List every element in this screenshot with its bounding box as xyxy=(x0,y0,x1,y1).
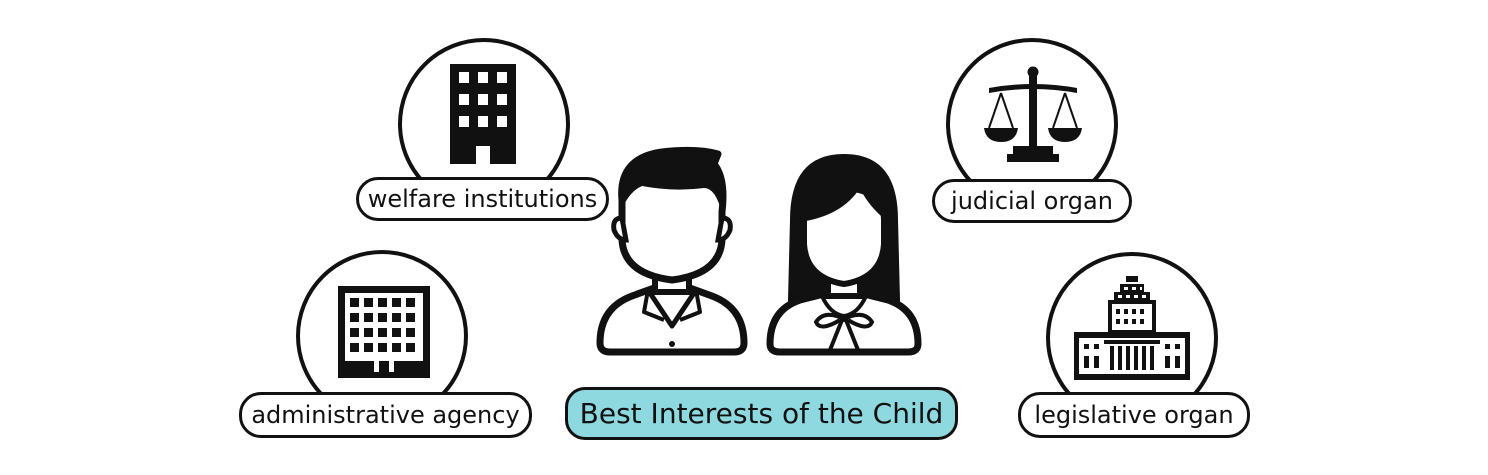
girl-silhouette-icon xyxy=(766,154,922,356)
administrative-agency-label: administrative agency xyxy=(239,392,532,438)
office-building-icon xyxy=(338,286,430,378)
boy-silhouette-icon xyxy=(596,146,748,356)
capitol-building-icon xyxy=(1074,276,1190,380)
best-interests-label: Best Interests of the Child xyxy=(565,387,958,440)
building-icon xyxy=(450,64,516,164)
welfare-institutions-label: welfare institutions xyxy=(356,177,609,221)
judicial-organ-label: judicial organ xyxy=(932,179,1132,223)
scales-of-justice-icon xyxy=(984,66,1082,162)
legislative-organ-label: legislative organ xyxy=(1018,392,1250,438)
